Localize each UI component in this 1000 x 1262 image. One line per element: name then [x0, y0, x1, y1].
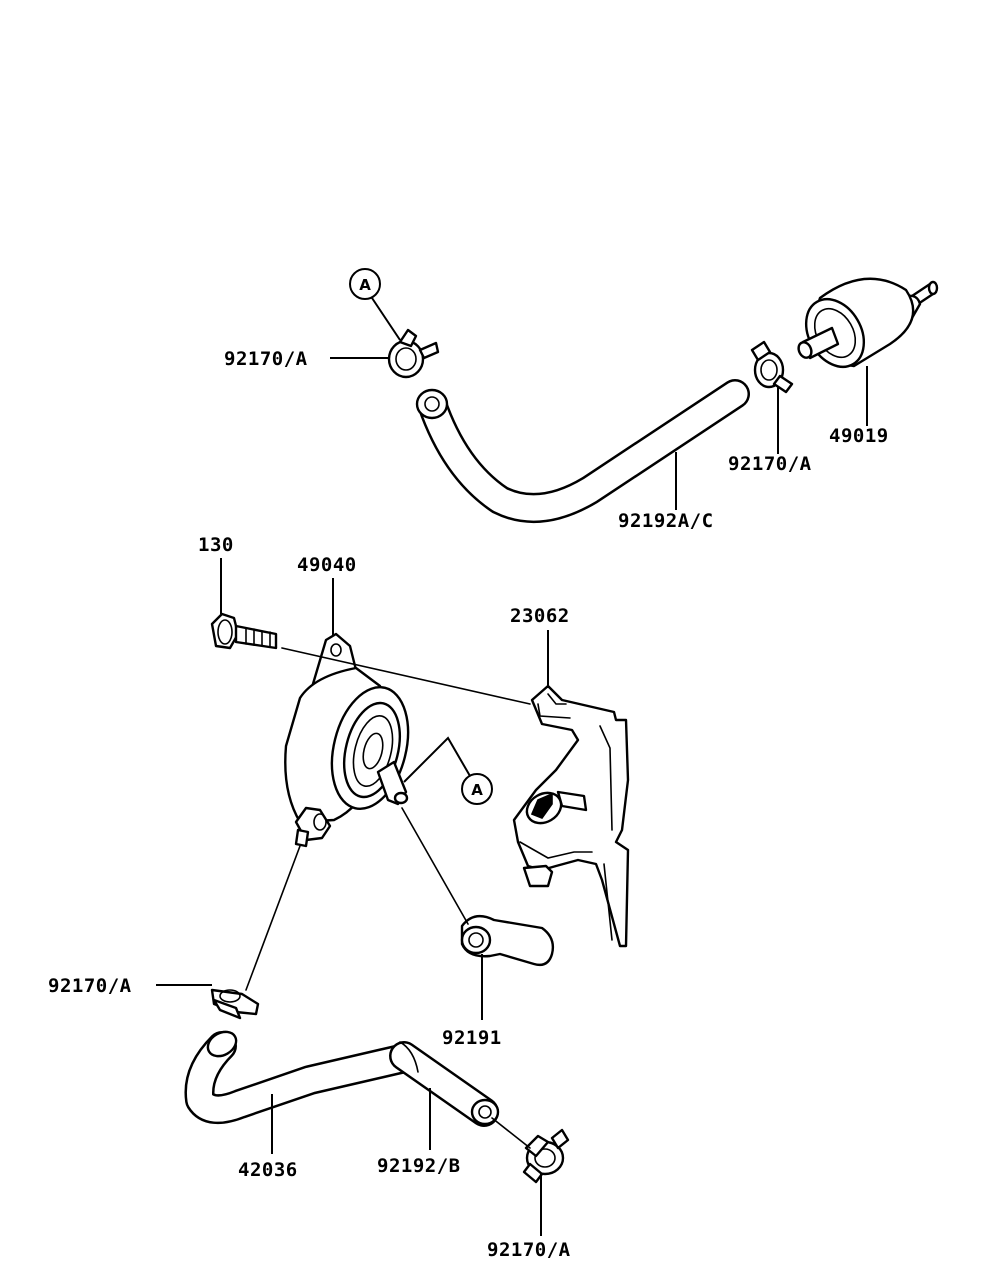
hose-clamp-upper-right	[750, 340, 794, 394]
bolt	[210, 612, 278, 650]
label-clamp-bottom: 92170/A	[487, 1239, 571, 1261]
label-lower-hose: 92192/B	[377, 1155, 461, 1177]
label-bolt: 130	[198, 534, 234, 556]
hose-clamp-upper-left	[387, 328, 440, 379]
label-fuel-pump: 49040	[297, 554, 357, 576]
fuel-filter	[797, 277, 939, 368]
bracket	[512, 684, 630, 948]
leader-ref-a-upper	[371, 297, 401, 341]
reference-a-lower-label: A	[471, 781, 483, 799]
alignment-line-bottom-clamp	[491, 1117, 531, 1149]
alignment-line-inlet	[245, 845, 301, 991]
label-clamp-upper-right: 92170/A	[728, 453, 812, 475]
damper	[460, 914, 555, 967]
label-damper: 92191	[442, 1027, 502, 1049]
reference-a-upper: A	[349, 268, 381, 300]
reference-a-lower: A	[461, 773, 493, 805]
leader-ref-a-lower	[403, 736, 471, 783]
label-pipe: 42036	[238, 1159, 298, 1181]
label-clamp-lower-left: 92170/A	[48, 975, 132, 997]
label-upper-hose: 92192A/C	[618, 510, 714, 532]
alignment-line-bolt	[281, 647, 531, 705]
fuel-pipe	[184, 1030, 420, 1125]
reference-a-upper-label: A	[359, 276, 371, 294]
alignment-line-damper	[401, 807, 469, 925]
label-fuel-filter: 49019	[829, 425, 889, 447]
hose-clamp-lower-left	[210, 988, 260, 1020]
hose-clamp-bottom	[522, 1128, 570, 1184]
upper-fuel-hose	[415, 379, 750, 523]
label-bracket: 23062	[510, 605, 570, 627]
fuel-pump	[284, 632, 410, 848]
label-clamp-upper-left: 92170/A	[224, 348, 308, 370]
lower-fuel-hose	[389, 1041, 500, 1127]
